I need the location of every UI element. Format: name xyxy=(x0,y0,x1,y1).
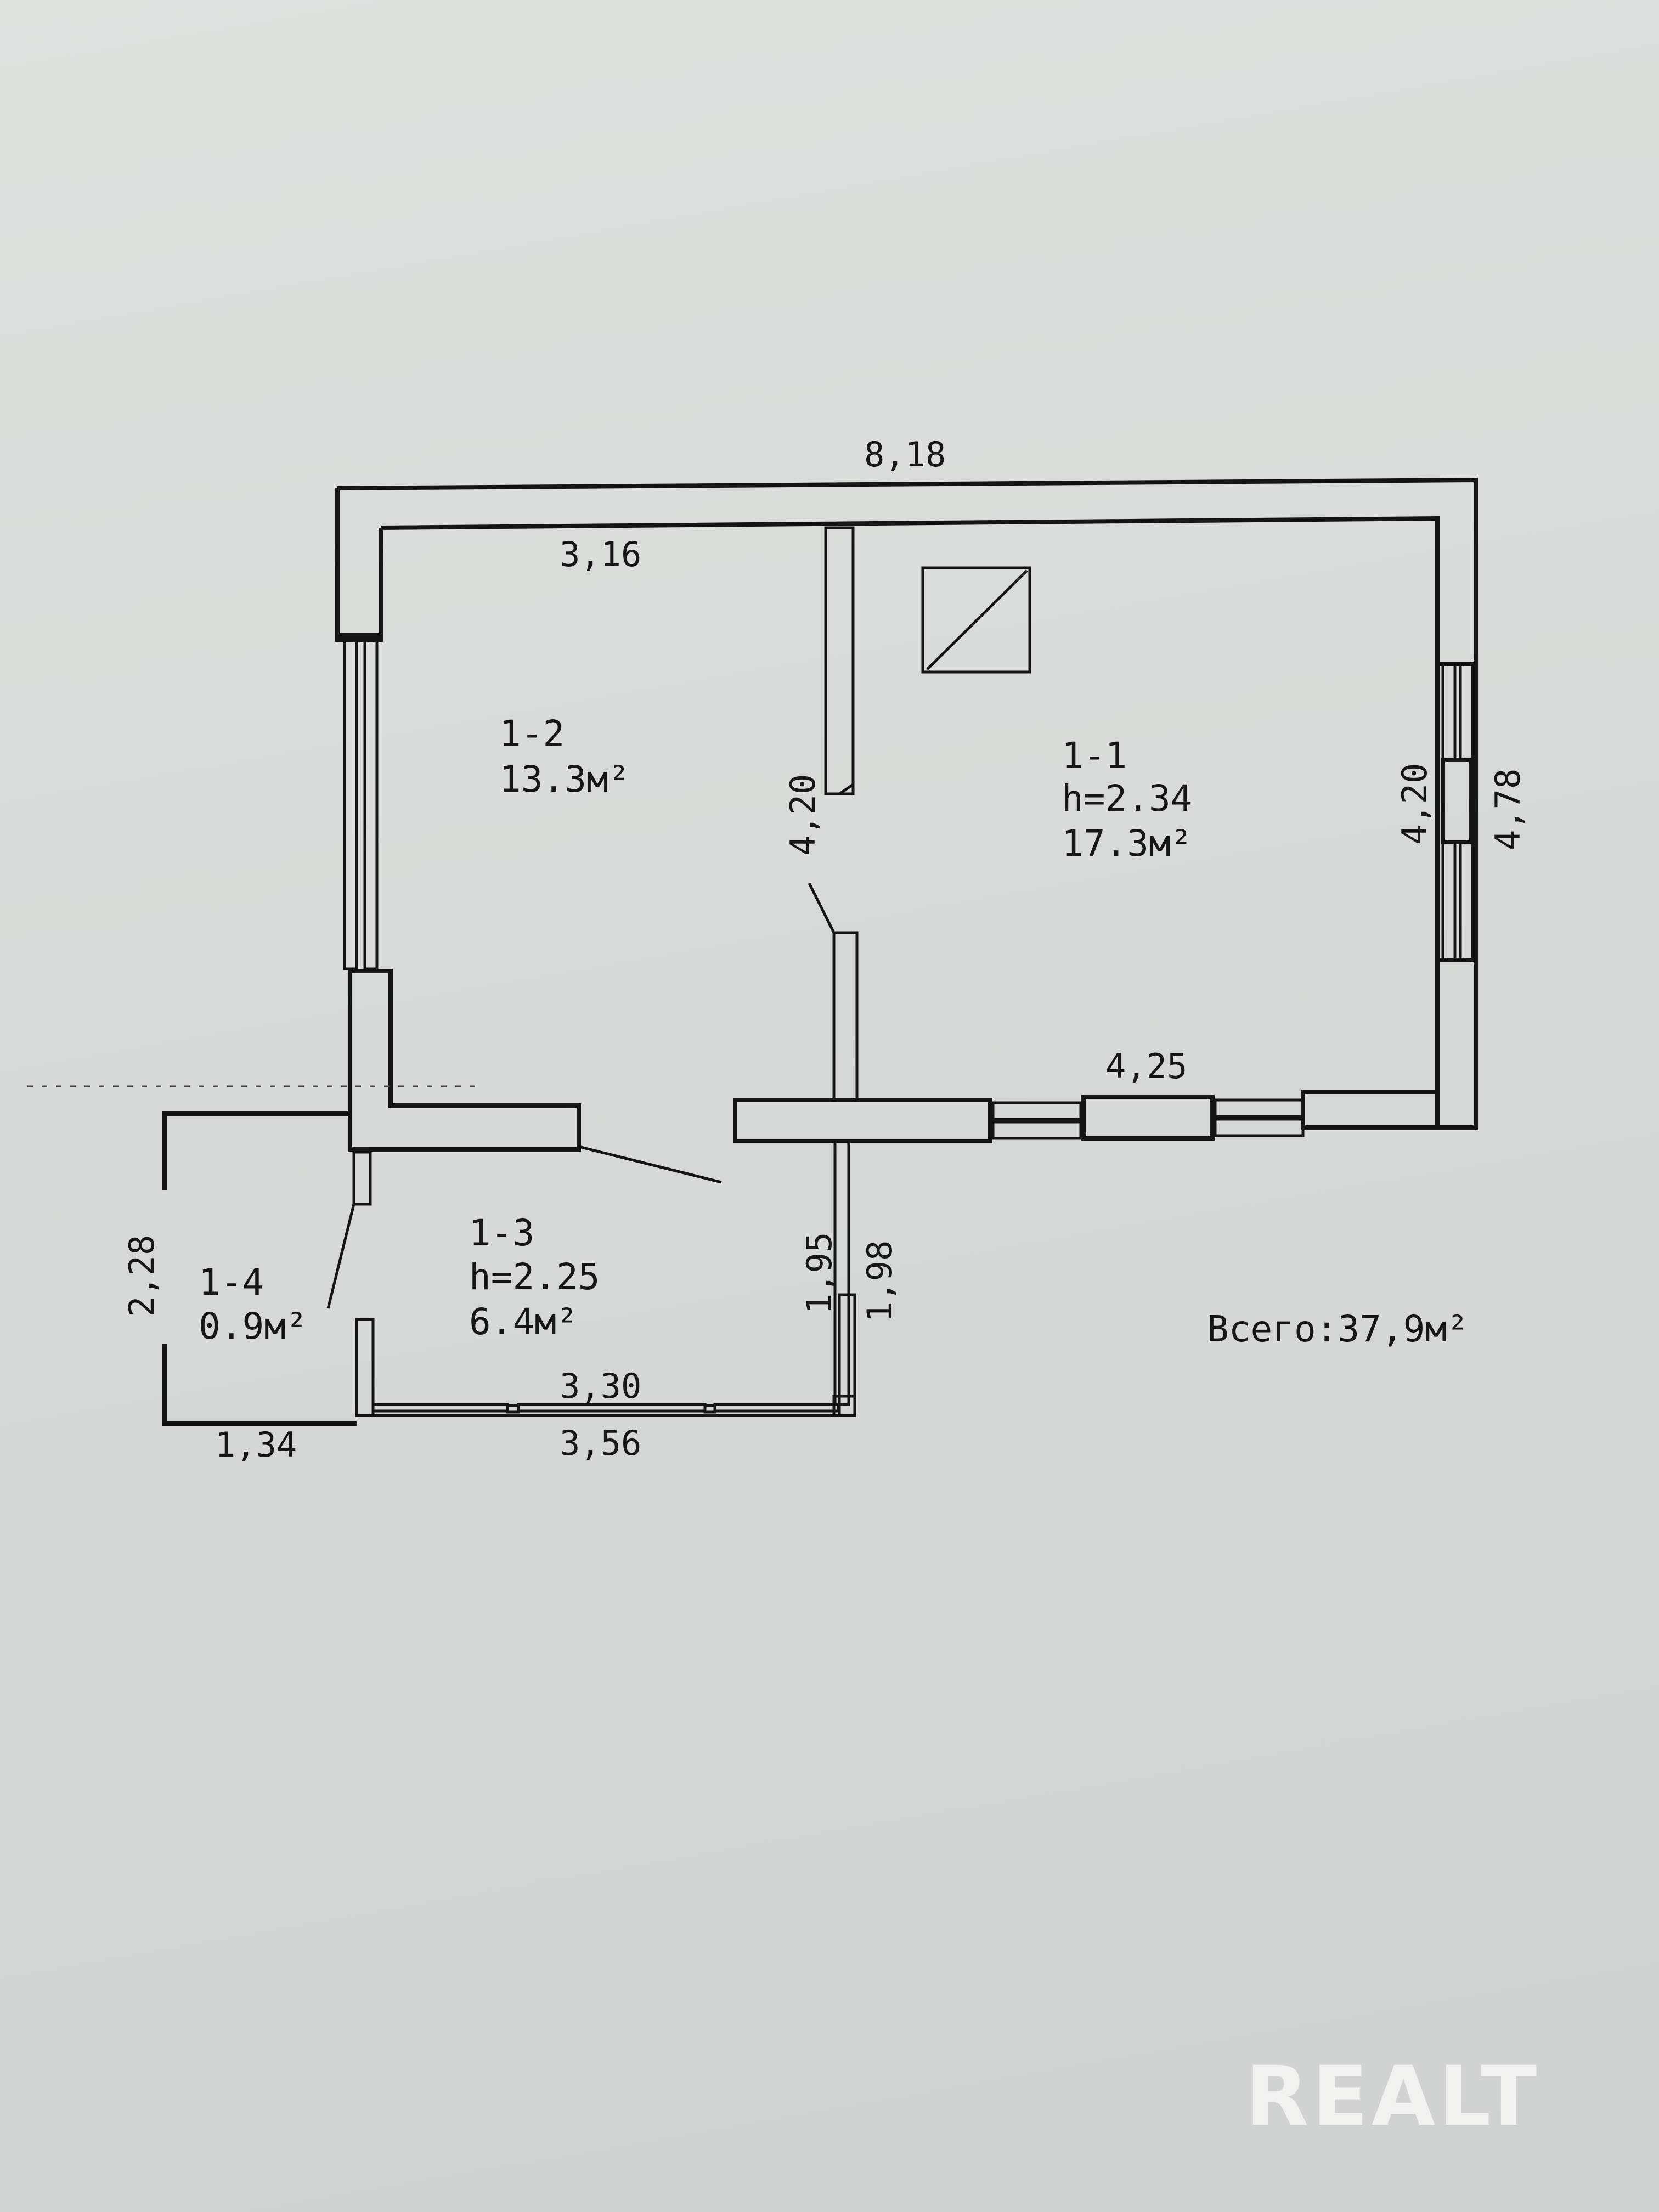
dim-room11-bottom: 4,25 xyxy=(1105,1046,1187,1086)
room-13-label: 1-3 h=2.25 6.4м² xyxy=(469,1212,600,1343)
room-12-area: 13.3м² xyxy=(499,758,630,800)
stove-symbol xyxy=(921,566,1031,674)
dim-partition-height: 4,20 xyxy=(783,774,823,856)
dim-left-annex: 2,28 xyxy=(122,1235,162,1317)
room-12-id: 1-2 xyxy=(499,713,565,755)
total-area: Всего:37,9м² xyxy=(1207,1308,1469,1350)
room-14-area: 0.9м² xyxy=(199,1305,308,1347)
dim-room13-inner-height: 1,95 xyxy=(799,1232,839,1314)
door-swing-12 xyxy=(578,1145,722,1184)
room-14-walls xyxy=(162,1111,357,1426)
room-13-walls xyxy=(355,1139,856,1417)
room-11-area: 17.3м² xyxy=(1062,822,1192,865)
dim-room13-inner: 3,30 xyxy=(560,1366,641,1406)
dim-room12-width: 3,16 xyxy=(560,534,641,574)
room-13-id: 1-3 xyxy=(469,1212,534,1254)
room-11-id: 1-1 xyxy=(1062,735,1127,777)
interior-partition xyxy=(808,526,859,1102)
dim-room13-outer-height: 1,98 xyxy=(860,1240,900,1322)
dim-right-outer: 4,78 xyxy=(1488,769,1528,850)
room-13-height: h=2.25 xyxy=(469,1256,600,1298)
dim-annex-bottom: 1,34 xyxy=(215,1425,297,1465)
dim-room13-outer: 3,56 xyxy=(560,1423,641,1463)
room-11-label: 1-1 h=2.34 17.3м² xyxy=(1062,735,1192,865)
dim-right-inner: 4,20 xyxy=(1395,763,1435,845)
room-14-id: 1-4 xyxy=(199,1261,264,1304)
room-12-label: 1-2 13.3м² xyxy=(499,713,630,800)
room-13-area: 6.4м² xyxy=(469,1301,578,1343)
dim-top-total: 8,18 xyxy=(864,435,946,475)
room-14-label: 1-4 0.9м² xyxy=(199,1261,308,1347)
outer-walls xyxy=(335,477,1478,1206)
room-11-height: h=2.34 xyxy=(1062,777,1192,820)
realt-watermark-logo: REALT xyxy=(1245,2049,1541,2145)
